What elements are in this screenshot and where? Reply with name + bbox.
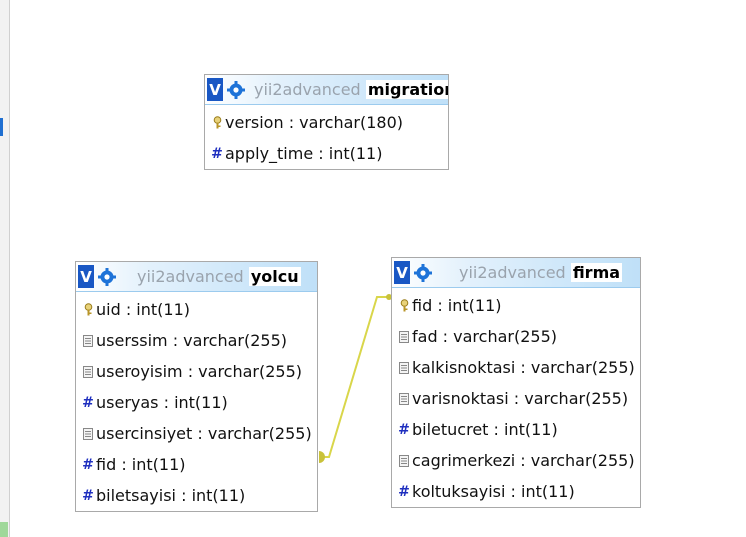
- toggle-columns-icon[interactable]: V: [394, 261, 410, 284]
- column-label: fid : int(11): [96, 455, 186, 474]
- table-header[interactable]: V yii2advanced firma: [392, 258, 640, 288]
- column-row[interactable]: varisnoktasi : varchar(255): [392, 383, 640, 414]
- hash-icon: #: [82, 456, 94, 473]
- column-label: cagrimerkezi : varchar(255): [412, 451, 635, 470]
- panel-active-marker: [0, 118, 3, 136]
- column-row[interactable]: fid : int(11): [392, 290, 640, 321]
- column-row[interactable]: usercinsiyet : varchar(255): [76, 418, 317, 449]
- column-label: useryas : int(11): [96, 393, 228, 412]
- column-row[interactable]: # apply_time : int(11): [205, 138, 448, 169]
- column-list: version : varchar(180) # apply_time : in…: [205, 105, 448, 169]
- column-label: biletucret : int(11): [412, 420, 558, 439]
- database-name: yii2advanced: [459, 263, 566, 282]
- column-row[interactable]: cagrimerkezi : varchar(255): [392, 445, 640, 476]
- table-title: yii2advanced yolcu: [137, 267, 301, 286]
- column-label: koltuksayisi : int(11): [412, 482, 575, 501]
- table-name: migration: [365, 80, 448, 99]
- gear-icon[interactable]: [226, 80, 246, 100]
- left-panel-strip: [0, 0, 10, 537]
- column-label: varisnoktasi : varchar(255): [412, 389, 629, 408]
- relation-end-marker: [386, 294, 392, 300]
- database-name: yii2advanced: [254, 80, 361, 99]
- column-row[interactable]: fad : varchar(255): [392, 321, 640, 352]
- text-icon: [398, 330, 410, 343]
- column-row[interactable]: # koltuksayisi : int(11): [392, 476, 640, 507]
- table-header[interactable]: V yii2advanced yolcu: [76, 262, 317, 292]
- table-yolcu[interactable]: V yii2advanced yolcu uid : int(11) users…: [75, 261, 318, 512]
- column-row[interactable]: useroyisim : varchar(255): [76, 356, 317, 387]
- column-label: version : varchar(180): [225, 113, 404, 132]
- column-row[interactable]: # useryas : int(11): [76, 387, 317, 418]
- column-row[interactable]: version : varchar(180): [205, 107, 448, 138]
- column-row[interactable]: kalkisnoktasi : varchar(255): [392, 352, 640, 383]
- hash-icon: #: [398, 483, 410, 500]
- column-list: uid : int(11) userssim : varchar(255) us…: [76, 292, 317, 511]
- table-header[interactable]: V yii2advanced migration: [205, 75, 448, 105]
- table-title: yii2advanced firma: [459, 263, 623, 282]
- text-icon: [82, 427, 94, 440]
- table-name: firma: [570, 263, 623, 282]
- column-row[interactable]: # biletucret : int(11): [392, 414, 640, 445]
- gear-icon[interactable]: [97, 267, 117, 287]
- key-icon: [82, 303, 94, 316]
- hash-icon: #: [211, 145, 223, 162]
- column-label: fid : int(11): [412, 296, 502, 315]
- database-name: yii2advanced: [137, 267, 244, 286]
- column-label: biletsayisi : int(11): [96, 486, 246, 505]
- text-icon: [398, 454, 410, 467]
- column-row[interactable]: userssim : varchar(255): [76, 325, 317, 356]
- hash-icon: #: [398, 421, 410, 438]
- toggle-columns-icon[interactable]: V: [207, 78, 223, 101]
- key-icon: [398, 299, 410, 312]
- column-row[interactable]: # fid : int(11): [76, 449, 317, 480]
- hash-icon: #: [82, 487, 94, 504]
- key-icon: [211, 116, 223, 129]
- column-list: fid : int(11) fad : varchar(255) kalkisn…: [392, 288, 640, 507]
- relation-start-marker: [319, 451, 325, 463]
- column-row[interactable]: # biletsayisi : int(11): [76, 480, 317, 511]
- panel-status-marker: [0, 522, 8, 537]
- column-label: uid : int(11): [96, 300, 191, 319]
- column-label: userssim : varchar(255): [96, 331, 288, 350]
- text-icon: [398, 361, 410, 374]
- column-label: apply_time : int(11): [225, 144, 383, 163]
- column-label: useroyisim : varchar(255): [96, 362, 303, 381]
- text-icon: [82, 365, 94, 378]
- column-label: kalkisnoktasi : varchar(255): [412, 358, 635, 377]
- column-label: fad : varchar(255): [412, 327, 557, 346]
- table-migration[interactable]: V yii2advanced migration version : varch…: [204, 74, 449, 170]
- text-icon: [398, 392, 410, 405]
- table-name: yolcu: [248, 267, 301, 286]
- table-firma[interactable]: V yii2advanced firma fid : int(11) fad :…: [391, 257, 641, 508]
- table-title: yii2advanced migration: [254, 80, 448, 99]
- column-label: usercinsiyet : varchar(255): [96, 424, 312, 443]
- hash-icon: #: [82, 394, 94, 411]
- gear-icon[interactable]: [413, 263, 433, 283]
- toggle-columns-icon[interactable]: V: [78, 265, 94, 288]
- column-row[interactable]: uid : int(11): [76, 294, 317, 325]
- text-icon: [82, 334, 94, 347]
